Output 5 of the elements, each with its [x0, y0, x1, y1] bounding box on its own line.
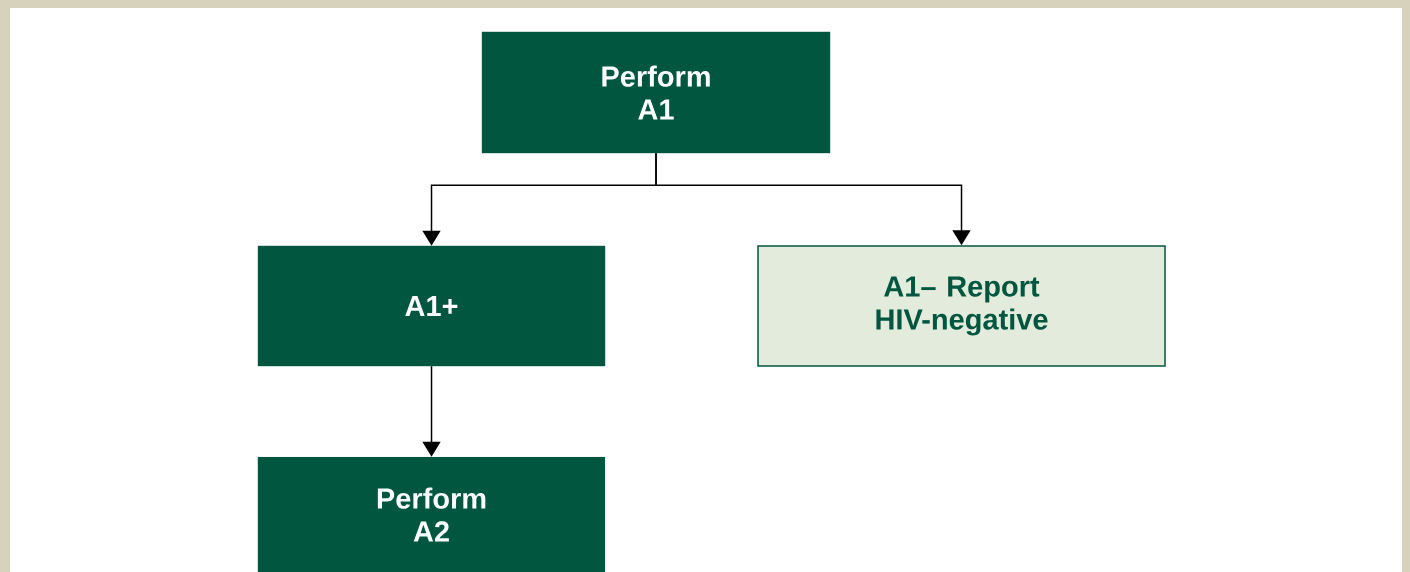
arrow	[422, 365, 441, 457]
process-box: A1+	[257, 245, 606, 367]
process-box: Perform A2	[257, 456, 606, 572]
process-box: Perform A1	[481, 31, 831, 154]
result-box: A1– Report HIV-negative	[757, 245, 1166, 367]
